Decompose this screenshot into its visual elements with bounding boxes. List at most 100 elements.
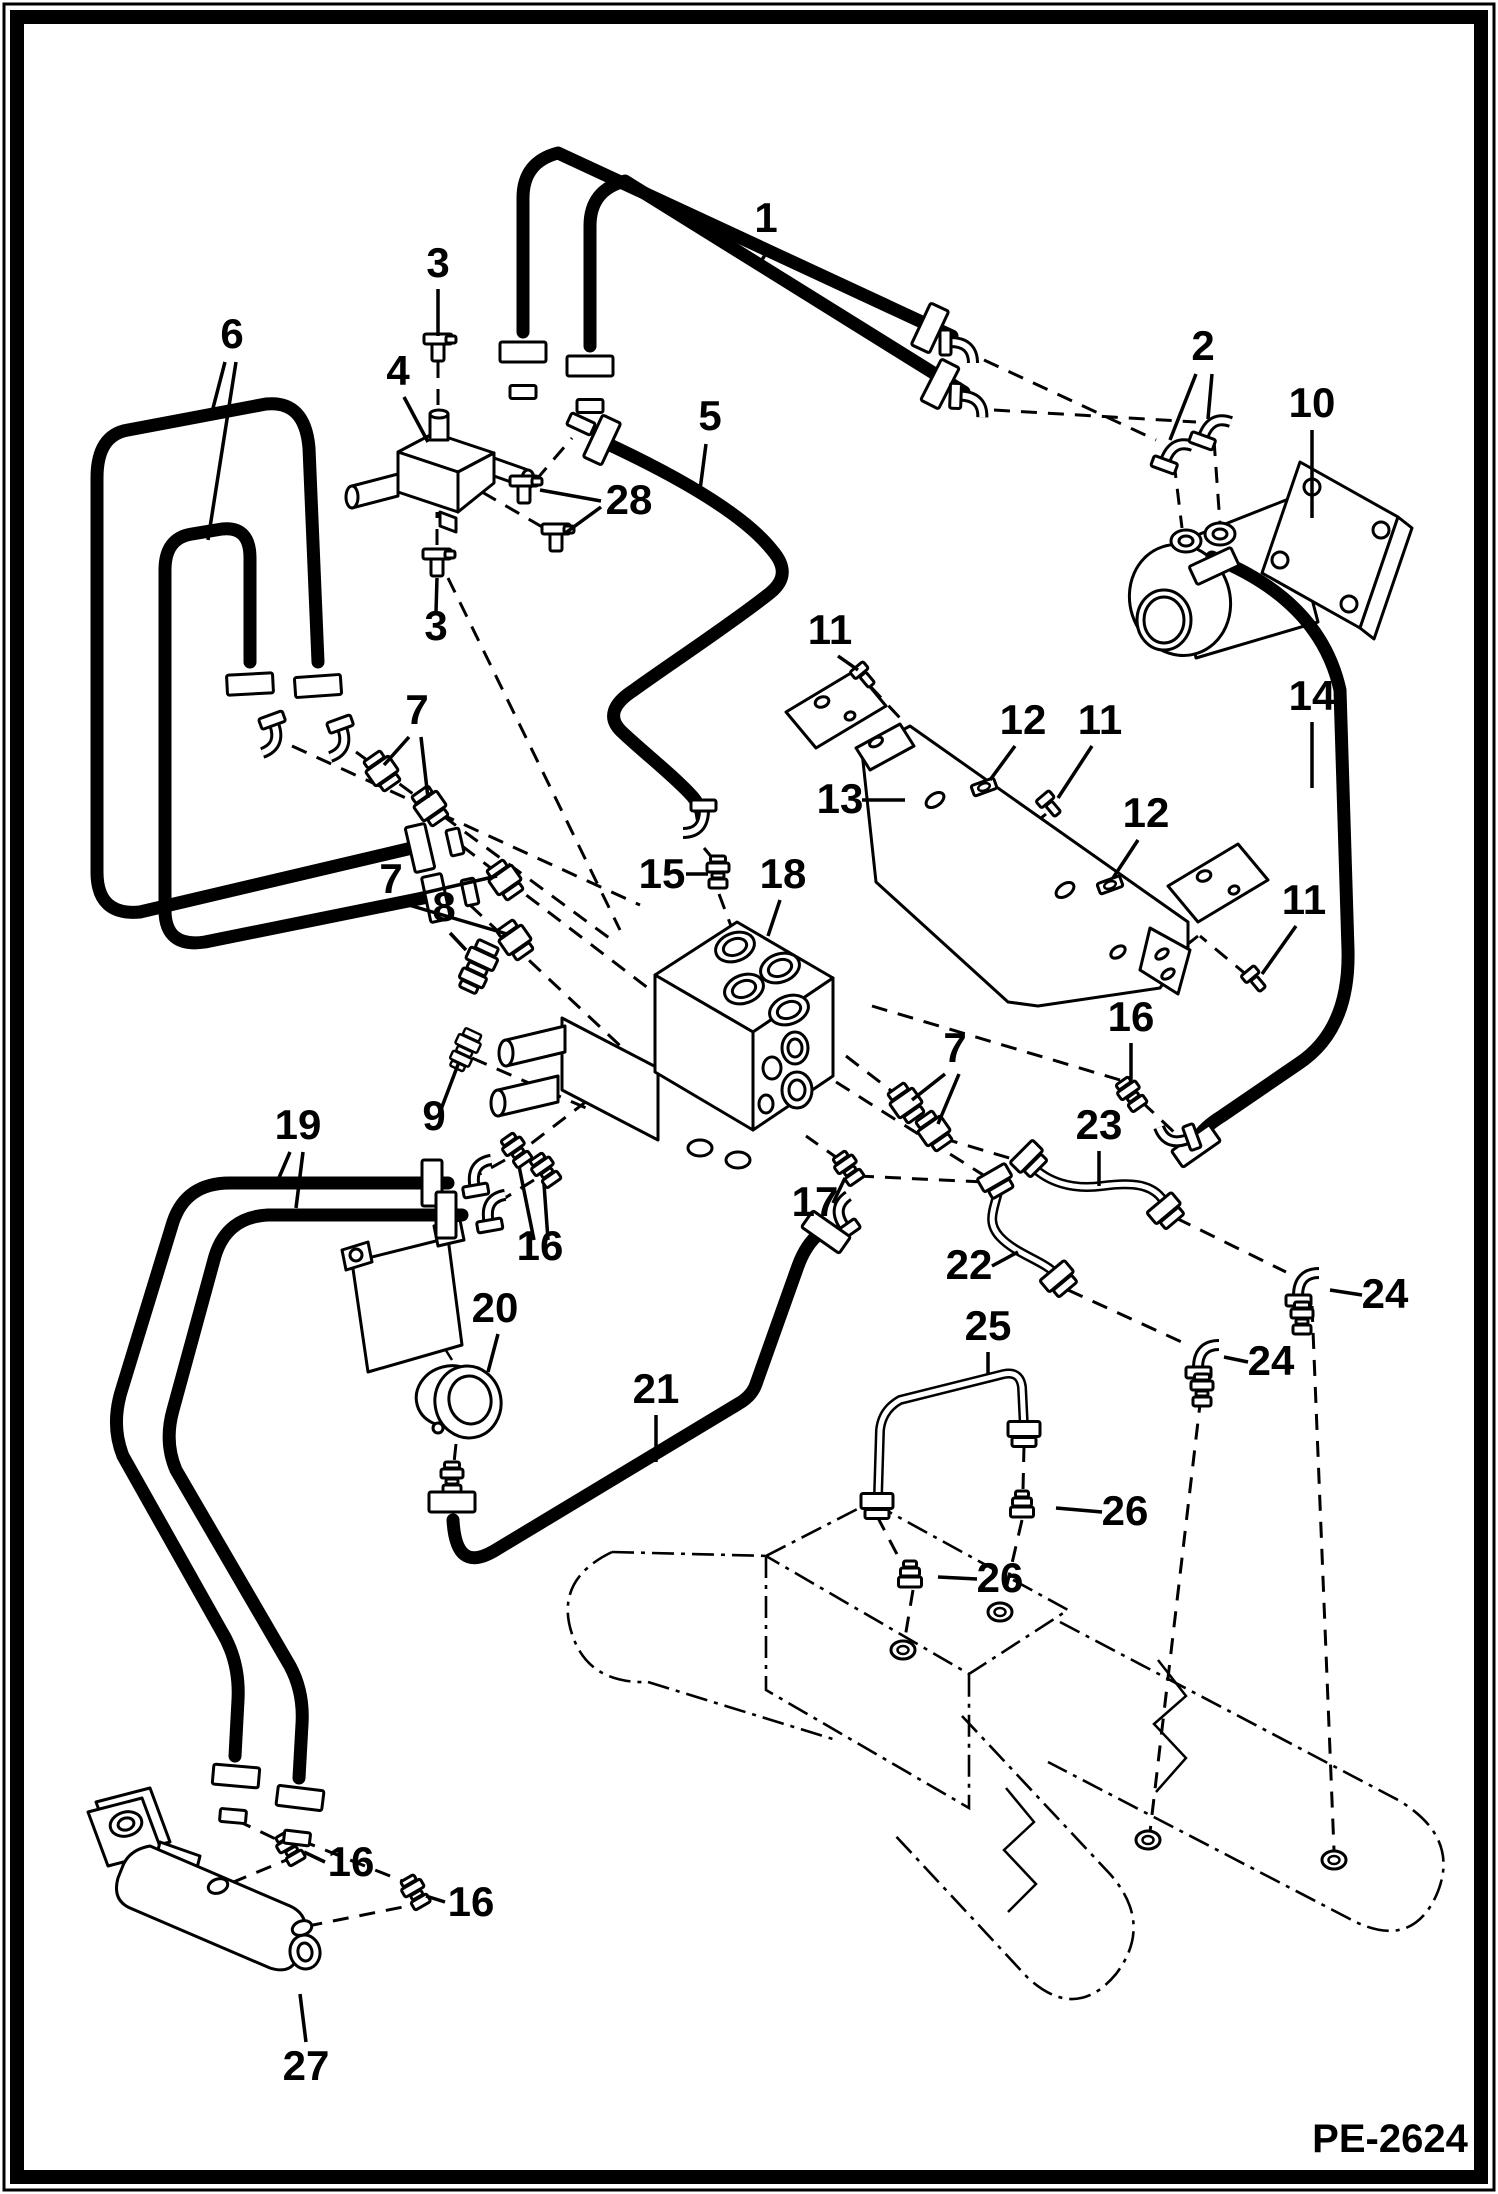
fitting-boss xyxy=(1320,1849,1348,1871)
component-outline xyxy=(350,472,400,510)
component-ellipse xyxy=(1371,520,1391,540)
phantom-path xyxy=(1047,1620,1445,1933)
fitting-nut xyxy=(218,1807,248,1825)
component-ellipse xyxy=(447,1374,493,1426)
leader-line xyxy=(1055,1506,1103,1514)
dashed-line xyxy=(451,1443,458,1473)
hose-path xyxy=(1185,550,1355,1157)
fitting-nipple xyxy=(1289,1300,1315,1336)
component-ellipse xyxy=(786,1037,804,1059)
fitting-boss xyxy=(1134,1829,1162,1851)
dashed-line xyxy=(857,1174,985,1184)
component-ellipse xyxy=(787,1078,807,1102)
leader-line xyxy=(303,1850,326,1864)
tube-core xyxy=(1029,1163,1166,1203)
fitting-coupler xyxy=(457,938,500,995)
component-ellipse xyxy=(1109,944,1127,960)
fitting-bolt xyxy=(849,660,876,689)
callout-28: 28 xyxy=(606,476,653,523)
callout-16: 16 xyxy=(1108,993,1155,1040)
leader-line xyxy=(298,1993,308,2043)
component-ellipse xyxy=(757,1093,775,1115)
callout-6: 6 xyxy=(220,310,243,357)
dashed-line xyxy=(903,1589,915,1639)
leader-line xyxy=(539,488,602,503)
component-ellipse xyxy=(924,790,946,810)
leader-line xyxy=(419,736,430,799)
callout-11: 11 xyxy=(808,606,852,653)
callout-10: 10 xyxy=(1289,379,1336,426)
fitting-elbow xyxy=(682,798,718,839)
tube-core xyxy=(875,1371,1027,1499)
fitting-tee xyxy=(421,547,457,578)
callout-16: 16 xyxy=(517,1222,564,1269)
component-outline xyxy=(1358,515,1414,641)
component-ellipse xyxy=(868,735,884,749)
dashed-line xyxy=(805,1134,841,1162)
callout-20: 20 xyxy=(472,1284,519,1331)
hose-path xyxy=(446,1226,827,1565)
fitting-swivel xyxy=(1039,1259,1078,1298)
leader-line xyxy=(562,505,603,536)
callout-22: 22 xyxy=(946,1241,993,1288)
fitting-nut xyxy=(444,826,466,858)
fitting-collar xyxy=(274,1784,326,1812)
leader-line xyxy=(991,1250,1019,1268)
component-ellipse xyxy=(1339,594,1359,614)
leader-line xyxy=(755,249,770,269)
component-ellipse xyxy=(1054,880,1076,900)
callout-27: 27 xyxy=(283,2042,330,2089)
callout-7: 7 xyxy=(405,686,428,733)
dashed-line xyxy=(993,408,1197,424)
dashed-line xyxy=(1212,439,1222,525)
callout-26: 26 xyxy=(977,1554,1024,1601)
fitting-collar xyxy=(292,673,344,699)
hydraulic-hoses xyxy=(90,146,1355,1785)
callout-17: 17 xyxy=(792,1178,839,1225)
fitting-swivel xyxy=(1009,1139,1048,1178)
leader-line xyxy=(698,443,708,491)
fitting-collar xyxy=(434,1190,458,1240)
dashed-line xyxy=(479,1158,506,1176)
dashed-line xyxy=(299,1838,411,1886)
callout-25: 25 xyxy=(965,1302,1012,1349)
leader-line xyxy=(988,744,1017,782)
leader-line xyxy=(448,931,468,952)
fitting-plug xyxy=(897,1559,923,1589)
callout-12: 12 xyxy=(1123,789,1170,836)
component-outline xyxy=(350,1236,464,1374)
leader-line xyxy=(438,1061,461,1113)
hose-path xyxy=(90,397,419,919)
fitting-ball xyxy=(886,1081,926,1125)
component-outline xyxy=(1166,842,1270,924)
callout-19: 19 xyxy=(275,1101,322,1148)
fitting-swivel xyxy=(1006,1420,1042,1448)
callout-16: 16 xyxy=(448,1878,495,1925)
component-ellipse xyxy=(761,1055,783,1081)
component-ellipse xyxy=(1142,595,1186,645)
fitting-hexnut xyxy=(969,776,999,798)
callout-12: 12 xyxy=(1000,696,1047,743)
component-ellipse xyxy=(344,484,360,510)
leader-line xyxy=(831,1177,847,1204)
component-outline xyxy=(115,1844,307,1972)
fitting-elbow xyxy=(257,709,287,759)
fitting-nipple xyxy=(439,1460,465,1496)
leader-line xyxy=(402,396,430,443)
leader-line xyxy=(206,361,238,541)
fitting-nipple xyxy=(1189,1372,1215,1408)
fitting-elbow xyxy=(1149,438,1195,476)
leader-line xyxy=(1260,924,1298,976)
component-ellipse xyxy=(206,1877,230,1895)
diagram-layers: 1233456777891011111112121314151616161617… xyxy=(86,146,1445,2089)
callout-7: 7 xyxy=(379,855,402,902)
component-outlines xyxy=(86,408,1414,1972)
dashed-line xyxy=(1140,1100,1178,1136)
leader-line xyxy=(401,901,508,936)
fitting-nut xyxy=(575,398,605,414)
callout-24: 24 xyxy=(1362,1270,1409,1317)
fitting-nipple xyxy=(528,1151,563,1189)
component-outline xyxy=(854,722,916,772)
steel-tubes xyxy=(873,1161,1168,1501)
